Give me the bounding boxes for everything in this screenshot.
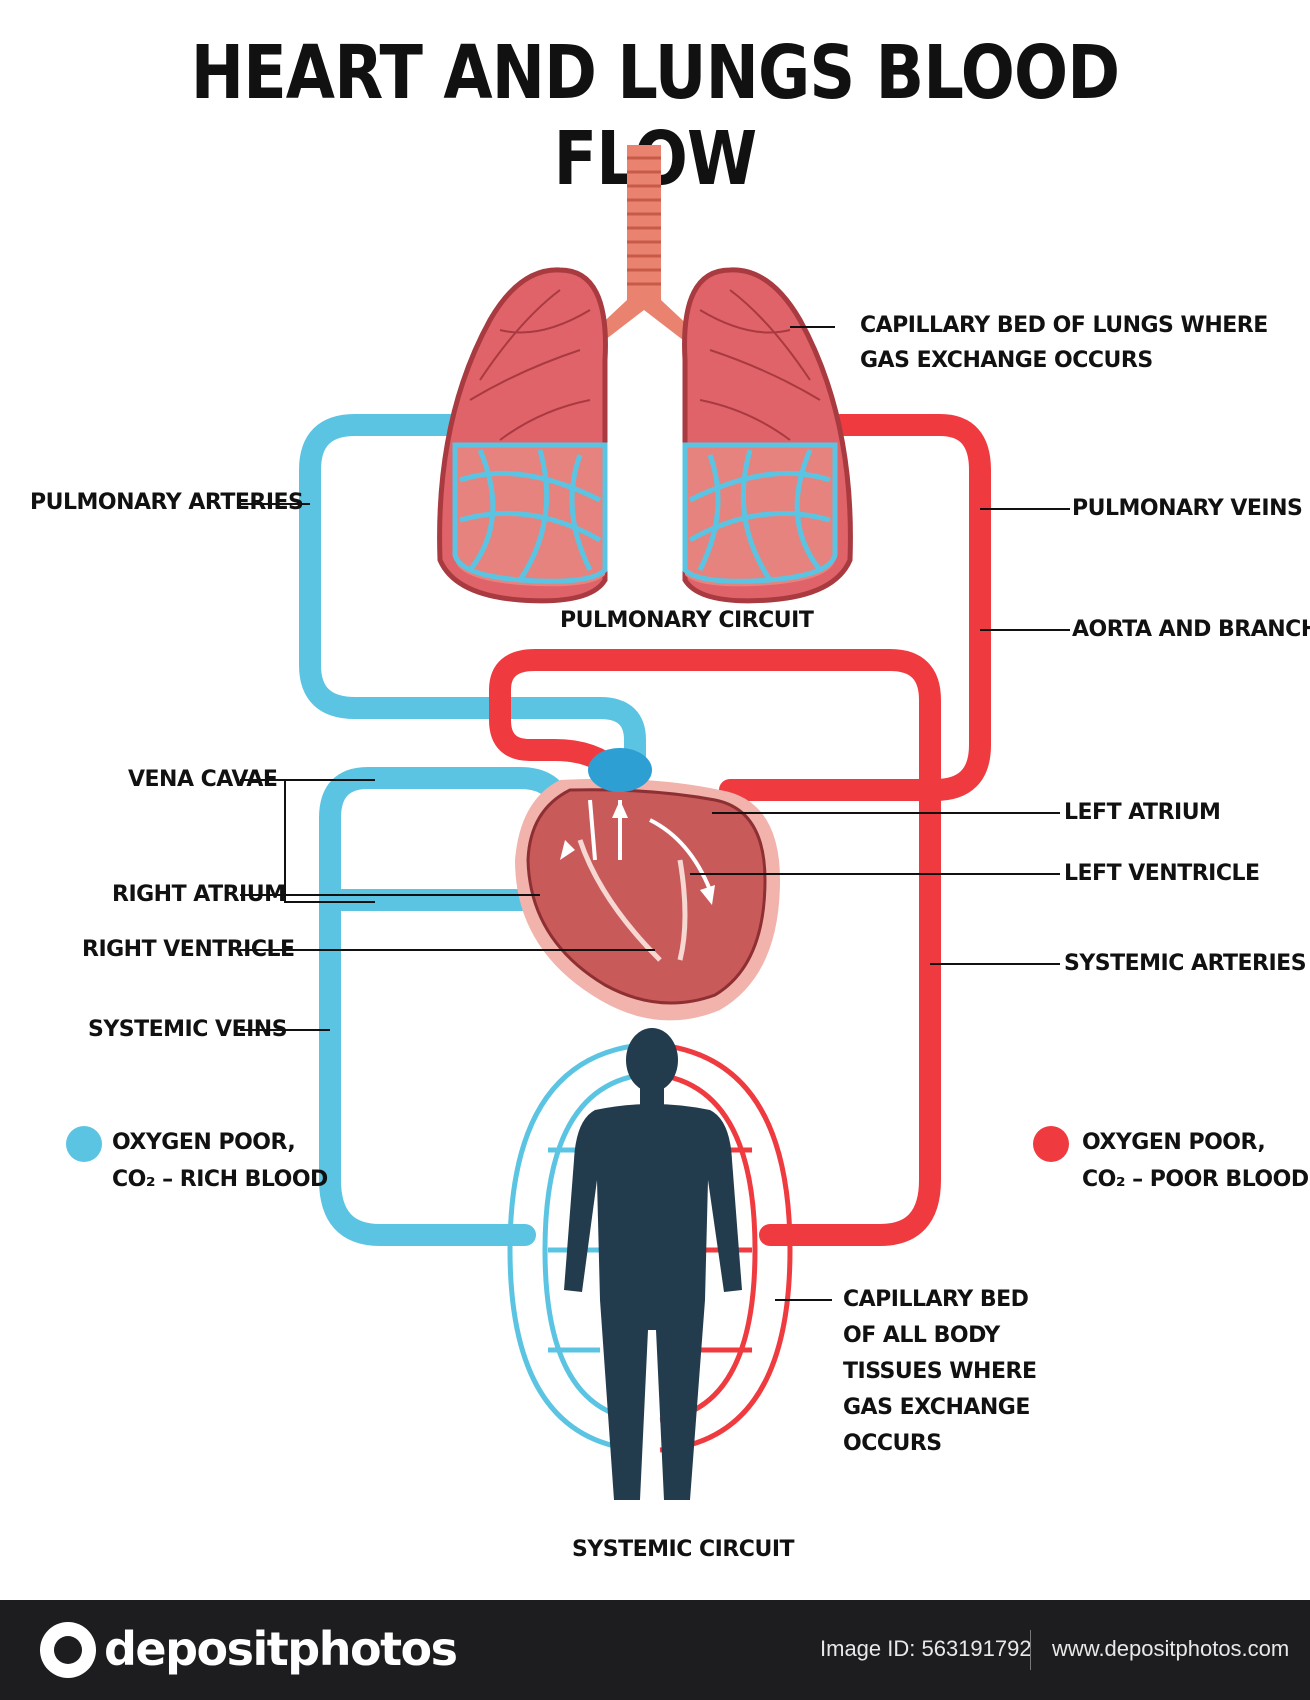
red-vessels [489,414,991,1246]
label-left-atrium: LEFT ATRIUM [1064,800,1221,825]
legend-blue-dot [66,1126,102,1162]
legend-red-dot [1033,1126,1069,1162]
label-capillary-body-1: CAPILLARY BED [843,1287,1029,1312]
label-capillary-body-5: OCCURS [843,1431,942,1456]
footer-separator [1030,1630,1031,1670]
label-capillary-body-2: OF ALL BODY [843,1323,1000,1348]
label-pulmonary-arteries: PULMONARY ARTERIES [30,490,304,515]
label-systemic-veins: SYSTEMIC VEINS [88,1017,288,1042]
label-left-ventricle: LEFT VENTRICLE [1064,861,1260,886]
diagram-graphics [240,145,1070,1500]
label-systemic-arteries: SYSTEMIC ARTERIES [1064,951,1307,976]
label-right-atrium: RIGHT ATRIUM [112,882,286,907]
label-vena-cavae: VENA CAVAE [128,767,278,792]
leader-lines [240,326,1070,1301]
legend-blue-line1: OXYGEN POOR, [112,1130,296,1155]
label-capillary-lungs-1: CAPILLARY BED OF LUNGS WHERE [860,313,1268,338]
legend-red-line1: OXYGEN POOR, [1082,1130,1266,1155]
label-capillary-body-3: TISSUES WHERE [843,1359,1037,1384]
footer-site-link[interactable]: www.depositphotos.com [1052,1636,1290,1661]
legend-red-line2: CO₂ – POOR BLOOD [1082,1167,1309,1192]
label-aorta: AORTA AND BRANCHES [1072,617,1310,642]
label-pulmonary-circuit: PULMONARY CIRCUIT [560,608,814,633]
pulmonary-arteries-path [299,414,646,771]
footer-image-id: Image ID: 563191792 [820,1636,1032,1661]
diagram: HEART AND LUNGS BLOOD FLOW [30,30,1310,1562]
pulmonary-veins-path [719,414,991,801]
legend-blue-line2: CO₂ – RICH BLOOD [112,1167,328,1192]
left-lung [437,267,608,604]
right-lung [682,267,853,604]
label-capillary-lungs-2: GAS EXCHANGE OCCURS [860,348,1153,373]
human-silhouette [564,1028,742,1500]
label-right-ventricle: RIGHT VENTRICLE [82,937,295,962]
label-capillary-body-4: GAS EXCHANGE [843,1395,1030,1420]
footer-logo: depositphotos [104,1622,458,1676]
trachea [595,145,693,340]
vena-cava-upper-path [319,767,571,1246]
footer-bar: depositphotos Image ID: 563191792 www.de… [0,1600,1310,1700]
label-pulmonary-veins: PULMONARY VEINS [1072,496,1303,521]
depositphotos-logo-icon [40,1622,96,1678]
aorta-path [489,649,941,1246]
systemic-capillaries [507,1042,793,1453]
label-systemic-circuit: SYSTEMIC CIRCUIT [572,1537,795,1562]
